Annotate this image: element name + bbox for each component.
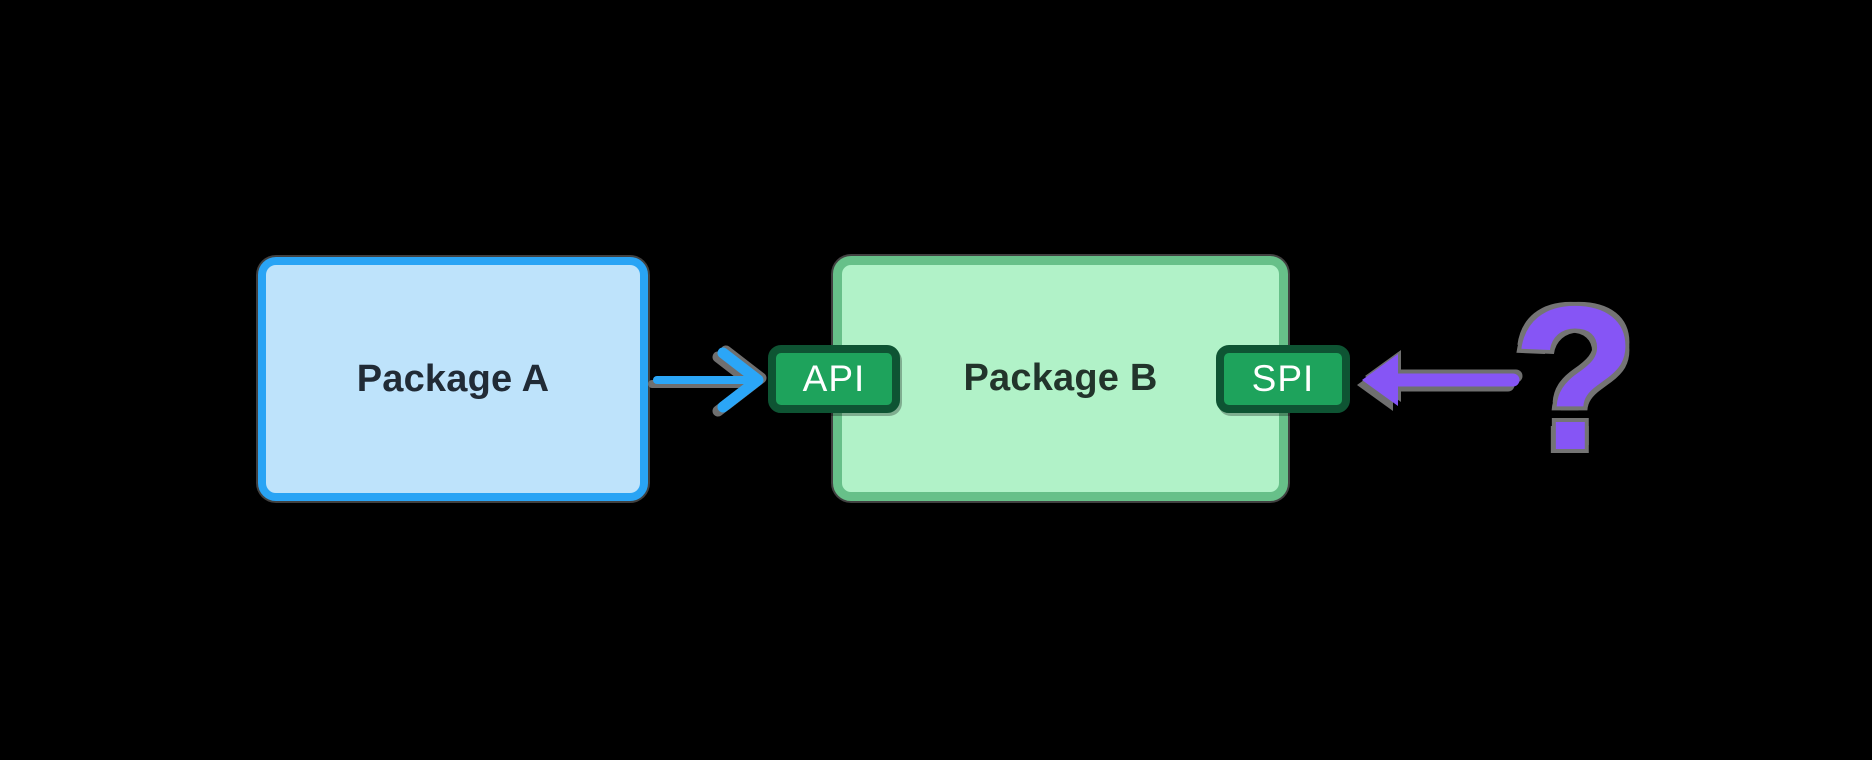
right-arrow-icon <box>648 345 767 417</box>
spi-badge: SPI <box>1216 345 1350 413</box>
question-mark-icon: ? <box>1512 264 1638 493</box>
package-b-box: Package B <box>833 256 1288 501</box>
left-arrow-icon <box>1357 350 1523 411</box>
package-a-label: Package A <box>356 357 550 400</box>
api-badge-label: API <box>802 358 866 399</box>
package-a-box: Package A <box>258 257 648 501</box>
spi-badge-label: SPI <box>1251 358 1315 399</box>
package-b-label: Package B <box>963 357 1158 399</box>
api-badge: API <box>768 345 900 413</box>
